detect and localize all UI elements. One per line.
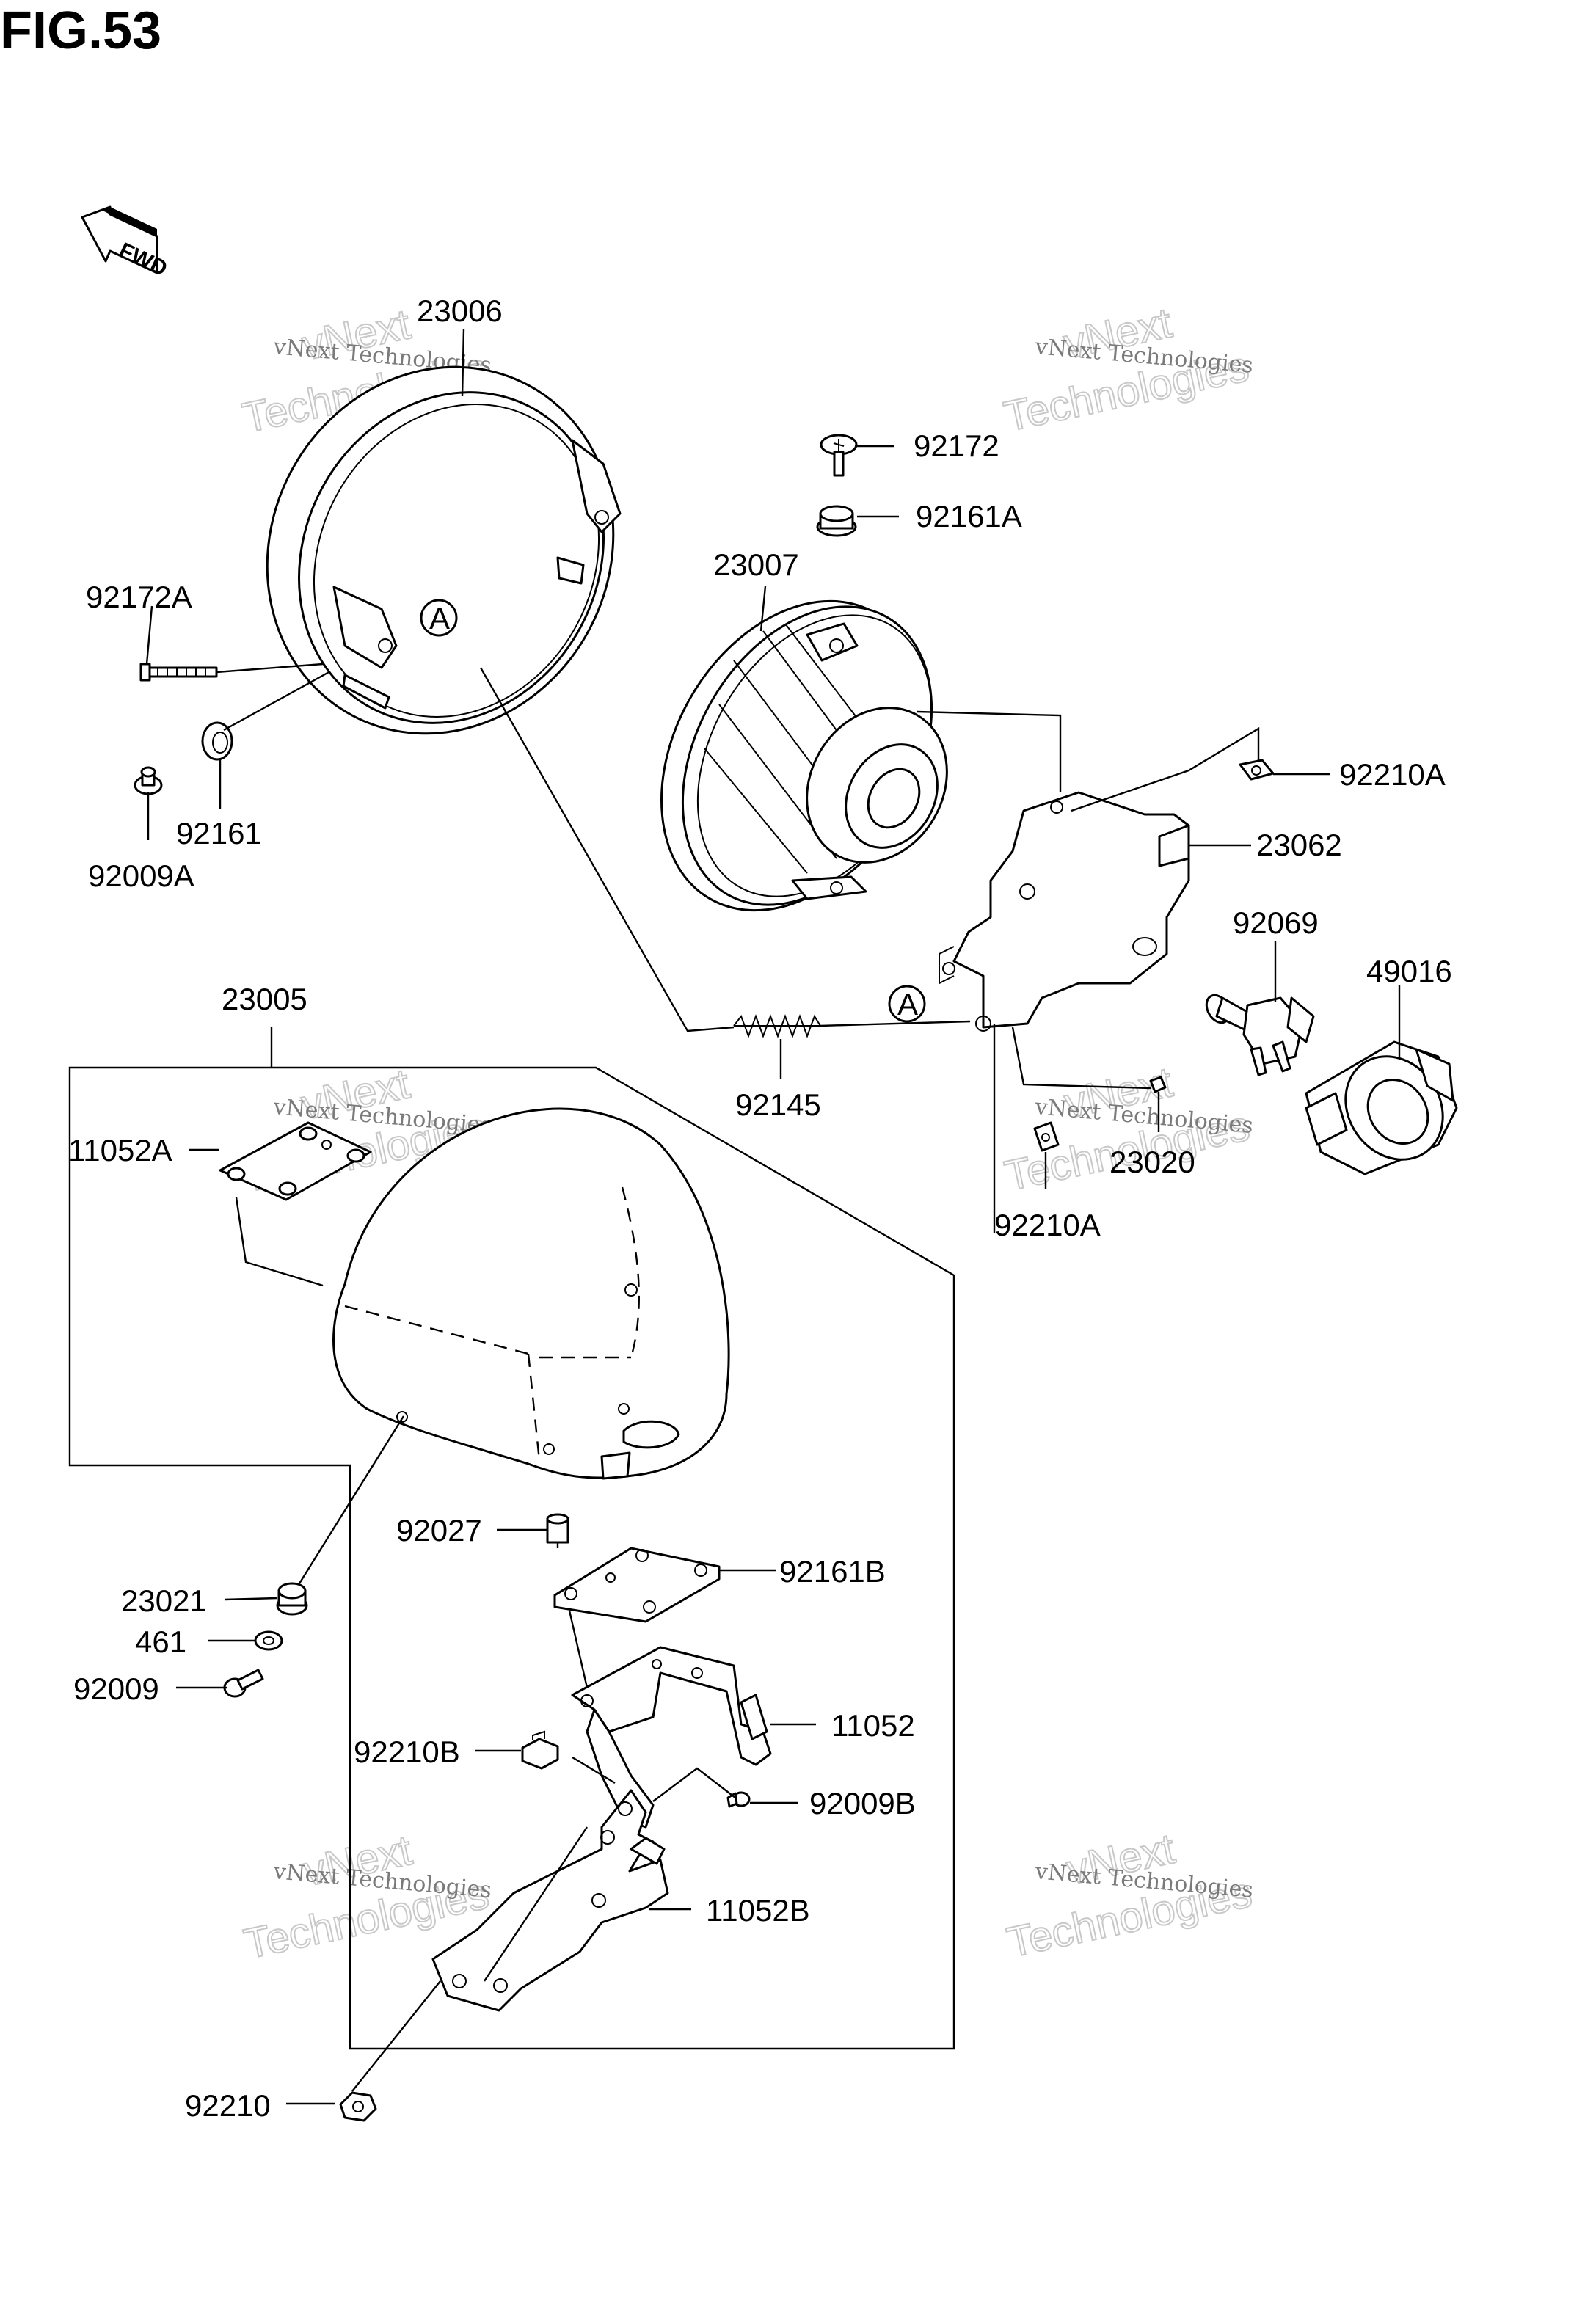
leader-lines bbox=[145, 328, 1401, 2105]
part-label-23020: 23020 bbox=[1109, 1145, 1195, 1179]
headlight-rim-drawing: A bbox=[266, 365, 622, 735]
part-label-461: 461 bbox=[135, 1625, 186, 1659]
bolt-92009a-drawing bbox=[134, 766, 163, 795]
callout-a-circle bbox=[888, 985, 926, 1023]
part-label-11052: 11052 bbox=[831, 1708, 915, 1743]
grommet-92161-drawing bbox=[201, 721, 233, 761]
nut-92210b-drawing bbox=[521, 1730, 559, 1770]
part-label-92161a: 92161A bbox=[916, 499, 1022, 533]
housing-23005-drawing bbox=[332, 1107, 730, 1480]
nut-92210a-bottom-drawing bbox=[1033, 1121, 1060, 1152]
bolt-92009b-drawing bbox=[726, 1791, 751, 1808]
part-label-23021: 23021 bbox=[121, 1583, 207, 1618]
bracket-23062-drawing bbox=[939, 791, 1190, 1032]
part-label-92145: 92145 bbox=[735, 1087, 821, 1122]
grommet-23021-drawing bbox=[276, 1582, 308, 1616]
part-label-92210b: 92210B bbox=[354, 1735, 460, 1769]
callout-a-bracket: A bbox=[897, 987, 918, 1021]
washer-461-drawing bbox=[254, 1630, 283, 1651]
part-label-92009: 92009 bbox=[73, 1671, 159, 1706]
bolt-92009-drawing bbox=[223, 1669, 264, 1698]
callout-a-circle bbox=[420, 599, 458, 637]
plate-11052a-drawing bbox=[219, 1121, 372, 1201]
part-label-92210a-top: 92210A bbox=[1339, 757, 1446, 792]
part-label-11052a: 11052A bbox=[68, 1133, 172, 1167]
part-label-23007: 23007 bbox=[713, 547, 799, 582]
bracket-11052b-drawing bbox=[431, 1789, 669, 2012]
plate-92161b-drawing bbox=[553, 1547, 721, 1623]
part-label-92161: 92161 bbox=[176, 816, 262, 850]
headlight-unit-drawing bbox=[660, 599, 948, 912]
callout-a-rim: A bbox=[429, 601, 450, 635]
part-label-92009a: 92009A bbox=[88, 858, 194, 893]
fwd-arrow-icon: FWD bbox=[81, 205, 171, 281]
nut-92210a-top-drawing bbox=[1239, 759, 1275, 781]
collar-92027-drawing bbox=[546, 1513, 569, 1544]
part-label-11052b: 11052B bbox=[706, 1893, 810, 1928]
part-label-92027: 92027 bbox=[396, 1513, 482, 1547]
part-label-92069: 92069 bbox=[1233, 905, 1319, 940]
nut-92210-drawing bbox=[339, 2091, 377, 2122]
screw-92172-drawing bbox=[820, 434, 858, 477]
part-label-92210a-bottom: 92210A bbox=[994, 1208, 1101, 1242]
part-label-23062: 23062 bbox=[1256, 828, 1342, 862]
socket-cover-49016-drawing bbox=[1305, 1040, 1458, 1175]
bulb-92069-drawing bbox=[1205, 994, 1315, 1076]
screw-92172a-drawing bbox=[139, 663, 218, 682]
part-label-23005: 23005 bbox=[222, 982, 307, 1016]
part-23020-drawing bbox=[1149, 1076, 1167, 1093]
spring-92145-drawing bbox=[733, 1014, 821, 1038]
figure-title: FIG.53 bbox=[0, 1, 161, 60]
part-label-92009b: 92009B bbox=[809, 1786, 916, 1820]
grommet-92161a-drawing bbox=[816, 505, 857, 537]
part-label-92210: 92210 bbox=[185, 2088, 271, 2123]
part-label-92161b: 92161B bbox=[779, 1554, 886, 1589]
part-labels: 23006 92172 92161A 23007 92172A 92210A 2… bbox=[68, 294, 1452, 2123]
part-label-49016: 49016 bbox=[1366, 954, 1452, 988]
part-label-92172a: 92172A bbox=[86, 580, 192, 614]
part-label-23006: 23006 bbox=[417, 294, 503, 328]
assembly-box-23005 bbox=[68, 1066, 955, 2050]
part-label-92172: 92172 bbox=[914, 429, 999, 463]
